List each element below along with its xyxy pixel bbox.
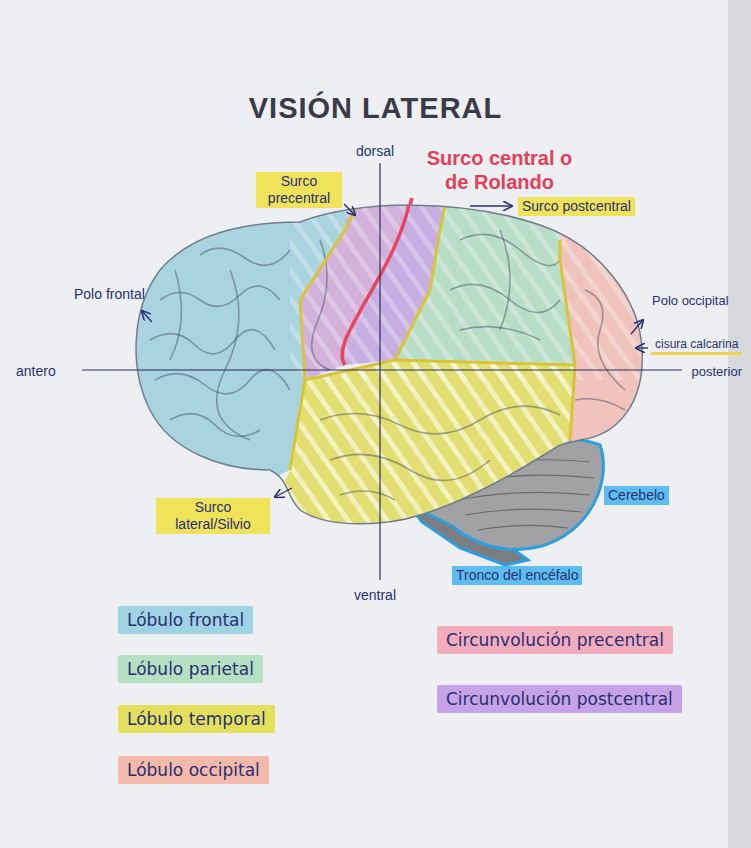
sulcus-label: Surco lateral/Silvio: [156, 498, 270, 534]
sulcus-label: Surco postcentral: [518, 197, 635, 216]
central-sulcus-line: [410, 198, 412, 205]
brain-outline: [136, 205, 642, 524]
legend-text: Lóbulo parietal: [127, 659, 254, 679]
legend-item: Lóbulo frontal: [118, 606, 253, 634]
sulcus-label: Surco precentral: [256, 172, 342, 208]
sulcus-title-label: Surco central o de Rolando: [412, 145, 587, 195]
legend-item: Lóbulo occipital: [118, 756, 269, 784]
leader-arrows: [142, 204, 648, 497]
axis-label: posterior: [687, 363, 746, 381]
fissure-label: cisura calcarina: [651, 336, 742, 355]
legend-text: Lóbulo temporal: [127, 709, 266, 729]
axis-label: ventral: [350, 586, 400, 605]
paper-edge: [728, 0, 751, 848]
legend-item: Circunvolución postcentral: [437, 685, 682, 713]
structure-label: Tronco del encéfalo: [452, 566, 582, 585]
pole-label: Polo occipital: [648, 292, 733, 310]
structure-label: Cerebelo: [604, 486, 669, 505]
legend-text: Lóbulo frontal: [127, 610, 244, 630]
legend-text: Circunvolución precentral: [446, 630, 664, 650]
legend-item: Lóbulo parietal: [118, 655, 263, 683]
legend-text: Lóbulo occipital: [127, 760, 260, 780]
pole-label: Polo frontal: [70, 285, 149, 304]
axis-label: dorsal: [352, 142, 398, 161]
legend-item: Circunvolución precentral: [437, 626, 673, 654]
legend-text: Circunvolución postcentral: [446, 689, 673, 709]
axes: [82, 163, 682, 580]
title: VISIÓN LATERAL: [0, 92, 751, 125]
cerebrum: [100, 150, 700, 560]
axis-label: antero: [12, 362, 60, 381]
legend-item: Lóbulo temporal: [118, 705, 275, 733]
